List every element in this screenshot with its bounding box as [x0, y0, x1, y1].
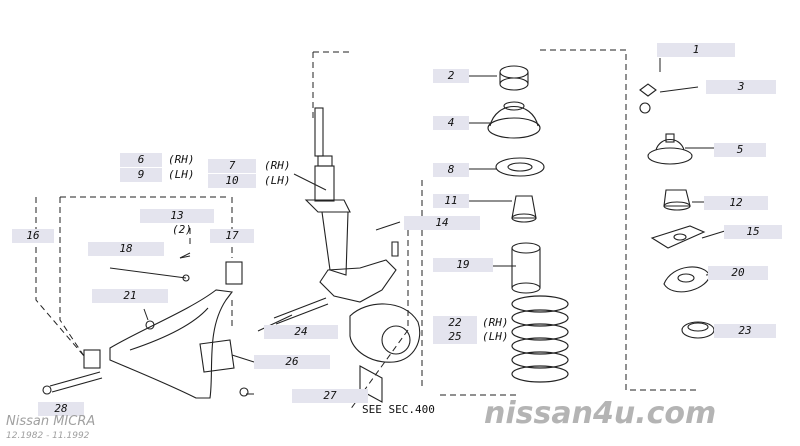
part-label-19: 19: [433, 258, 493, 272]
part-label-18: 18: [88, 242, 164, 256]
side-lh-10: (LH): [264, 174, 291, 187]
spring-column-parts: [487, 65, 545, 294]
part-label-8: 8: [433, 163, 469, 177]
part-label-16: 16: [12, 229, 54, 243]
part-label-21: 21: [92, 289, 168, 303]
side-lh-25: (LH): [482, 330, 509, 343]
model-name: Nissan MICRA: [6, 414, 96, 429]
part-label-15: 15: [724, 225, 782, 239]
part-label-13: 13: [140, 209, 214, 223]
part-label-11: 11: [433, 194, 469, 208]
watermark: nissan4u.com: [484, 396, 717, 431]
part-label-27: 27: [292, 389, 368, 403]
part-label-26: 26: [254, 355, 330, 369]
side-rh-6: (RH): [168, 153, 195, 166]
part-label-7: 7: [208, 159, 256, 173]
part-label-2: 2: [433, 69, 469, 83]
model-years: 12.1982 - 11.1992: [6, 431, 90, 441]
part-label-12: 12: [704, 196, 768, 210]
part-label-3: 3: [706, 80, 776, 94]
lower-arm-parts: [42, 255, 249, 399]
part-label-1: 1: [657, 43, 735, 57]
strut-assembly: [273, 107, 421, 403]
part-label-14: 14: [404, 216, 480, 230]
part-label-5: 5: [714, 143, 766, 157]
part-label-28: 28: [38, 402, 84, 416]
part-label-17: 17: [210, 229, 254, 243]
side-lh-9: (LH): [168, 168, 195, 181]
mount-parts: [639, 83, 715, 339]
part-label-6: 6: [120, 153, 162, 167]
see-section-note: SEE SEC.400: [362, 403, 435, 416]
part-label-23: 23: [714, 324, 776, 338]
side-rh-7: (RH): [264, 159, 291, 172]
part-label-24: 24: [264, 325, 338, 339]
part-label-20: 20: [708, 266, 768, 280]
side-rh-22: (RH): [482, 316, 509, 329]
part-label-22: 22: [433, 316, 477, 330]
part-label-9: 9: [120, 168, 162, 182]
group-outlines: [35, 49, 700, 411]
quantity-note-13: (2): [172, 223, 192, 236]
coil-spring: [511, 295, 569, 383]
part-label-10: 10: [208, 174, 256, 188]
part-label-4: 4: [433, 116, 469, 130]
part-label-25: 25: [433, 330, 477, 344]
